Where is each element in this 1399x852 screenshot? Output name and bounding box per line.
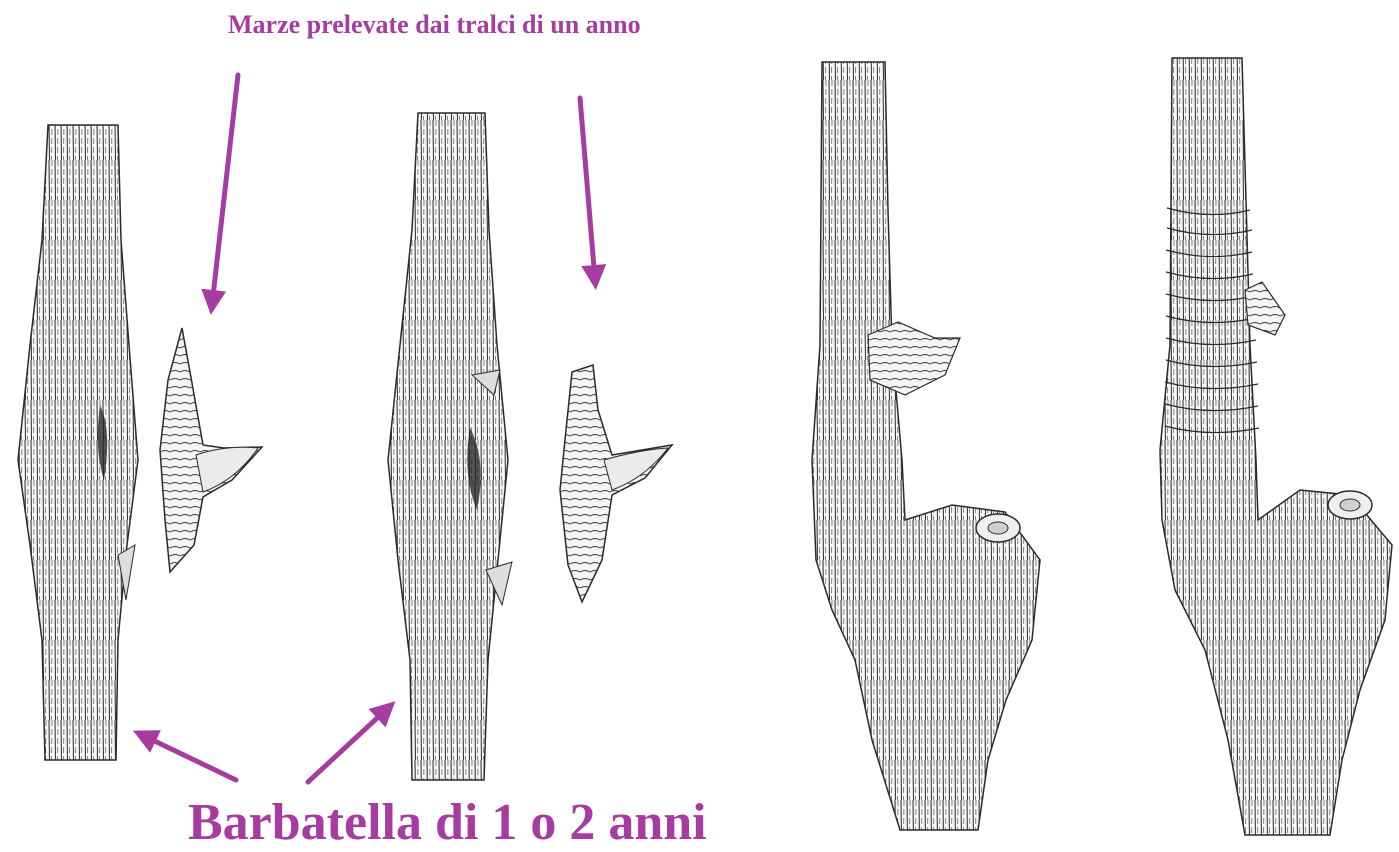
rootstock-label: Barbatella di 1 o 2 anni: [188, 794, 707, 852]
annotation-arrows: [142, 75, 595, 782]
rootstock-stem-1: [18, 125, 138, 760]
grafted-plant-3: [812, 62, 1040, 830]
arrow-to-scion-1: [212, 75, 238, 305]
grafted-plant-4: [1160, 58, 1392, 835]
scion-1: [160, 328, 262, 572]
rootstock-stem-2: [388, 113, 512, 780]
arrow-to-rootstock-2: [308, 708, 388, 782]
scion-2: [560, 365, 672, 602]
scions-label: Marze prelevate dai tralci di un anno: [228, 8, 641, 42]
arrow-to-rootstock-1: [142, 735, 236, 780]
arrow-to-scion-2: [580, 98, 595, 280]
